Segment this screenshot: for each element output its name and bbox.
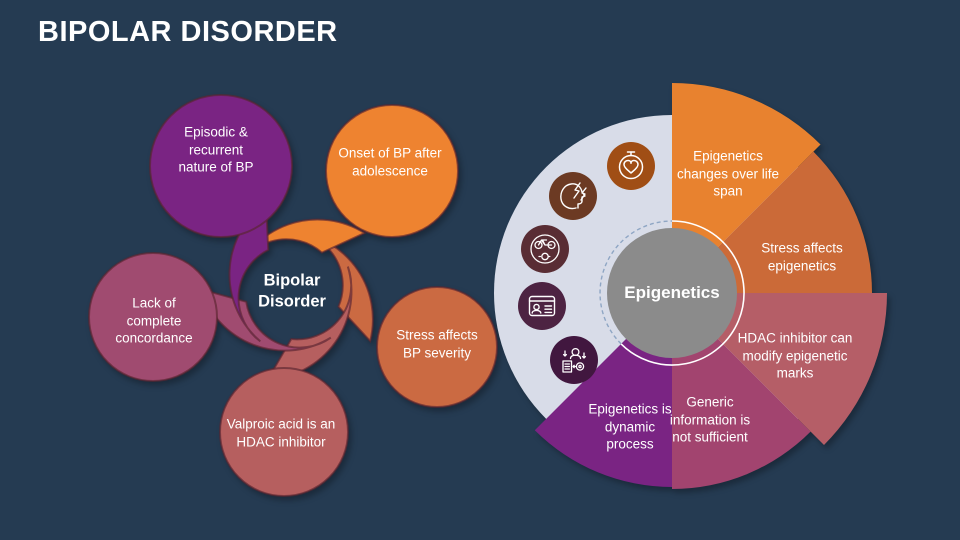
bubble-valproic	[219, 367, 349, 497]
bipolar-swirl-diagram	[88, 94, 498, 497]
slide-title: BIPOLAR DISORDER	[38, 16, 338, 48]
bubble-stress	[376, 286, 498, 408]
bubble-label-lack: Lack of complete concordance	[115, 295, 193, 346]
segment-label-generic: Generic information is not sufficient	[669, 394, 751, 445]
bubble-episodic	[149, 94, 293, 238]
id-card-icon	[518, 282, 566, 330]
bubble-label-onset: Onset of BP after adolescence	[338, 145, 442, 178]
bubble-label-episodic: Episodic & recurrent nature of BP	[178, 124, 254, 175]
person-process-icon	[550, 336, 598, 384]
bubble-label-valproic: Valproic acid is an HDAC inhibitor	[226, 416, 336, 449]
segment-label-stress: Stress affects epigenetics	[761, 240, 843, 273]
swirl-arm-lack	[199, 287, 332, 352]
epigenetics-center-circle	[607, 228, 737, 358]
head-stress-icon	[549, 172, 597, 220]
center-ring-dashed	[599, 220, 673, 345]
bubble-onset	[325, 104, 459, 238]
bubble-lack	[88, 252, 218, 382]
swirl-arm-episodic	[228, 201, 270, 343]
segment-label-dynamic: Epigenetics is dynamic process	[588, 401, 672, 452]
bicycle-badge-icon	[521, 225, 569, 273]
bipolar-center-label: Bipolar Disorder	[258, 271, 326, 310]
center-ring-solid	[620, 220, 745, 366]
stopwatch-heart-icon	[607, 142, 655, 190]
epigenetics-center-label: Epigenetics	[624, 282, 720, 302]
segment-label-hdac: HDAC inhibitor can modify epigenetic mar…	[737, 330, 853, 381]
epigenetics-wheel-diagram	[494, 83, 887, 489]
segment-hdac-inhibitor	[672, 293, 887, 445]
segment-label-lifespan: Epigenetics changes over life span	[676, 148, 780, 199]
bubble-label-stress: Stress affects BP severity	[396, 327, 478, 360]
